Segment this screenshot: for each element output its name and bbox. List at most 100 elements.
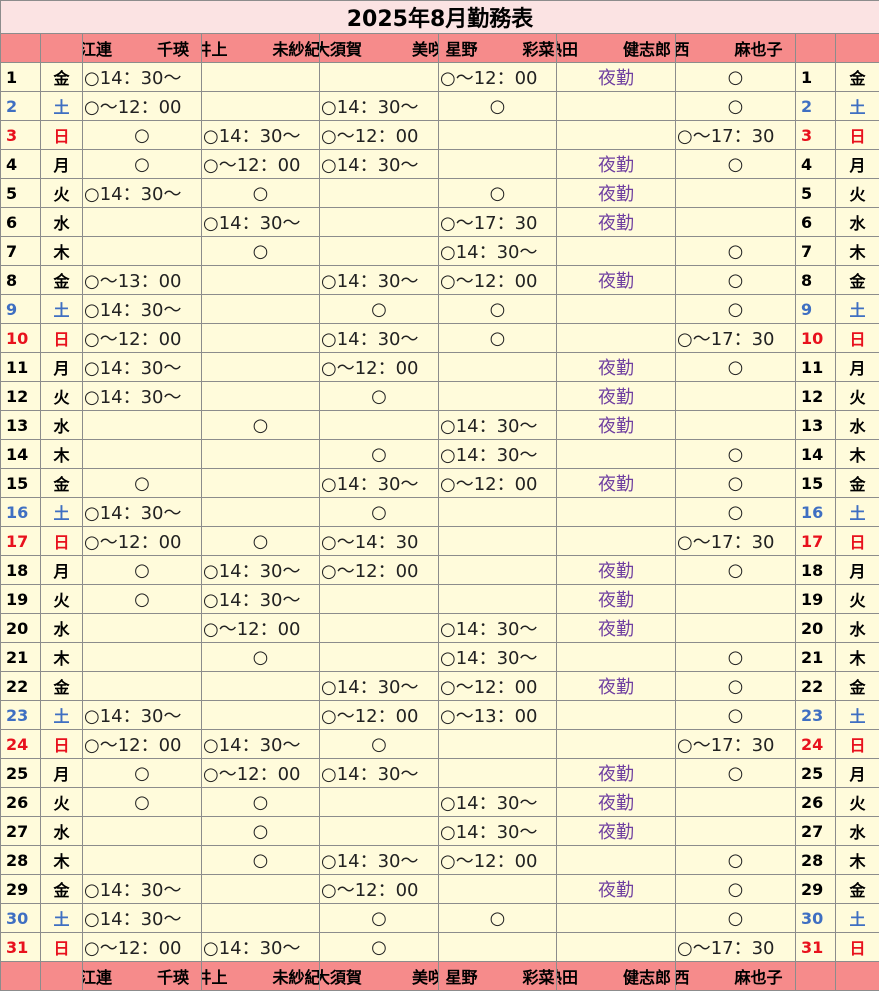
shift-cell[interactable]	[676, 179, 796, 208]
shift-cell[interactable]	[557, 846, 676, 875]
shift-cell[interactable]: ○14：30～	[439, 614, 557, 643]
shift-cell[interactable]	[439, 150, 557, 179]
shift-cell[interactable]	[320, 411, 439, 440]
shift-cell[interactable]: ○	[439, 92, 557, 121]
shift-cell[interactable]: 夜勤	[557, 672, 676, 701]
shift-cell[interactable]: ○～12：00	[320, 353, 439, 382]
shift-cell[interactable]: ○	[676, 556, 796, 585]
shift-cell[interactable]: ○	[202, 527, 320, 556]
shift-cell[interactable]: 夜勤	[557, 150, 676, 179]
shift-cell[interactable]: ○～12：00	[83, 933, 202, 962]
shift-cell[interactable]: ○	[202, 411, 320, 440]
shift-cell[interactable]	[439, 121, 557, 150]
shift-cell[interactable]: ○14：30～	[202, 556, 320, 585]
shift-cell[interactable]: ○～12：00	[320, 875, 439, 904]
shift-cell[interactable]: ○～12：00	[202, 614, 320, 643]
shift-cell[interactable]: ○～12：00	[439, 672, 557, 701]
shift-cell[interactable]: ○14：30～	[320, 469, 439, 498]
shift-cell[interactable]: ○	[676, 295, 796, 324]
shift-cell[interactable]: ○	[676, 672, 796, 701]
shift-cell[interactable]: 夜勤	[557, 353, 676, 382]
shift-cell[interactable]: 夜勤	[557, 817, 676, 846]
shift-cell[interactable]	[202, 382, 320, 411]
shift-cell[interactable]: ○～12：00	[320, 701, 439, 730]
shift-cell[interactable]	[439, 875, 557, 904]
shift-cell[interactable]	[320, 788, 439, 817]
shift-cell[interactable]	[202, 63, 320, 92]
shift-cell[interactable]: ○	[83, 585, 202, 614]
shift-cell[interactable]	[202, 498, 320, 527]
shift-cell[interactable]	[676, 585, 796, 614]
shift-cell[interactable]	[83, 614, 202, 643]
shift-cell[interactable]	[557, 237, 676, 266]
shift-cell[interactable]: ○	[83, 150, 202, 179]
shift-cell[interactable]: ○	[83, 121, 202, 150]
shift-cell[interactable]: ○	[676, 875, 796, 904]
shift-cell[interactable]: ○	[83, 556, 202, 585]
shift-cell[interactable]	[557, 498, 676, 527]
shift-cell[interactable]: ○	[676, 701, 796, 730]
shift-cell[interactable]	[320, 208, 439, 237]
shift-cell[interactable]	[202, 266, 320, 295]
shift-cell[interactable]: ○～12：00	[83, 527, 202, 556]
shift-cell[interactable]	[439, 498, 557, 527]
shift-cell[interactable]: ○	[83, 469, 202, 498]
shift-cell[interactable]	[83, 672, 202, 701]
shift-cell[interactable]	[557, 440, 676, 469]
shift-cell[interactable]	[202, 92, 320, 121]
shift-cell[interactable]	[557, 295, 676, 324]
shift-cell[interactable]: ○14：30～	[202, 585, 320, 614]
shift-cell[interactable]: ○14：30～	[320, 150, 439, 179]
shift-cell[interactable]: ○	[320, 933, 439, 962]
shift-cell[interactable]: 夜勤	[557, 788, 676, 817]
shift-cell[interactable]: ○～12：00	[83, 92, 202, 121]
shift-cell[interactable]	[202, 875, 320, 904]
shift-cell[interactable]	[320, 817, 439, 846]
shift-cell[interactable]: ○	[439, 295, 557, 324]
shift-cell[interactable]: ○～12：00	[320, 121, 439, 150]
shift-cell[interactable]	[439, 585, 557, 614]
shift-cell[interactable]: ○	[676, 266, 796, 295]
shift-cell[interactable]	[439, 353, 557, 382]
shift-cell[interactable]: ○～17：30	[676, 121, 796, 150]
shift-cell[interactable]: ○14：30～	[439, 440, 557, 469]
shift-cell[interactable]	[202, 469, 320, 498]
shift-cell[interactable]	[320, 643, 439, 672]
shift-cell[interactable]: 夜勤	[557, 875, 676, 904]
shift-cell[interactable]: ○14：30～	[202, 121, 320, 150]
shift-cell[interactable]	[320, 179, 439, 208]
shift-cell[interactable]: ○	[320, 382, 439, 411]
shift-cell[interactable]: ○～13：00	[83, 266, 202, 295]
shift-cell[interactable]: ○14：30～	[83, 295, 202, 324]
shift-cell[interactable]: 夜勤	[557, 266, 676, 295]
shift-cell[interactable]: 夜勤	[557, 469, 676, 498]
shift-cell[interactable]: ○	[320, 295, 439, 324]
shift-cell[interactable]: 夜勤	[557, 382, 676, 411]
shift-cell[interactable]	[202, 701, 320, 730]
shift-cell[interactable]: ○	[83, 788, 202, 817]
shift-cell[interactable]	[439, 933, 557, 962]
shift-cell[interactable]	[439, 527, 557, 556]
shift-cell[interactable]	[202, 672, 320, 701]
shift-cell[interactable]: ○～17：30	[676, 324, 796, 353]
shift-cell[interactable]: ○	[439, 179, 557, 208]
shift-cell[interactable]: ○～12：00	[439, 846, 557, 875]
shift-cell[interactable]	[676, 817, 796, 846]
shift-cell[interactable]: ○	[439, 324, 557, 353]
shift-cell[interactable]: ○～12：00	[320, 556, 439, 585]
shift-cell[interactable]: ○～12：00	[83, 324, 202, 353]
shift-cell[interactable]: ○	[676, 150, 796, 179]
shift-cell[interactable]	[83, 643, 202, 672]
shift-cell[interactable]	[557, 121, 676, 150]
shift-cell[interactable]: ○14：30～	[202, 933, 320, 962]
shift-cell[interactable]	[320, 614, 439, 643]
shift-cell[interactable]: ○	[676, 469, 796, 498]
shift-cell[interactable]: 夜勤	[557, 614, 676, 643]
shift-cell[interactable]: ○14：30～	[320, 324, 439, 353]
shift-cell[interactable]	[557, 730, 676, 759]
shift-cell[interactable]	[320, 585, 439, 614]
shift-cell[interactable]	[202, 295, 320, 324]
shift-cell[interactable]: ○～12：00	[83, 730, 202, 759]
shift-cell[interactable]: ○	[676, 92, 796, 121]
shift-cell[interactable]: 夜勤	[557, 411, 676, 440]
